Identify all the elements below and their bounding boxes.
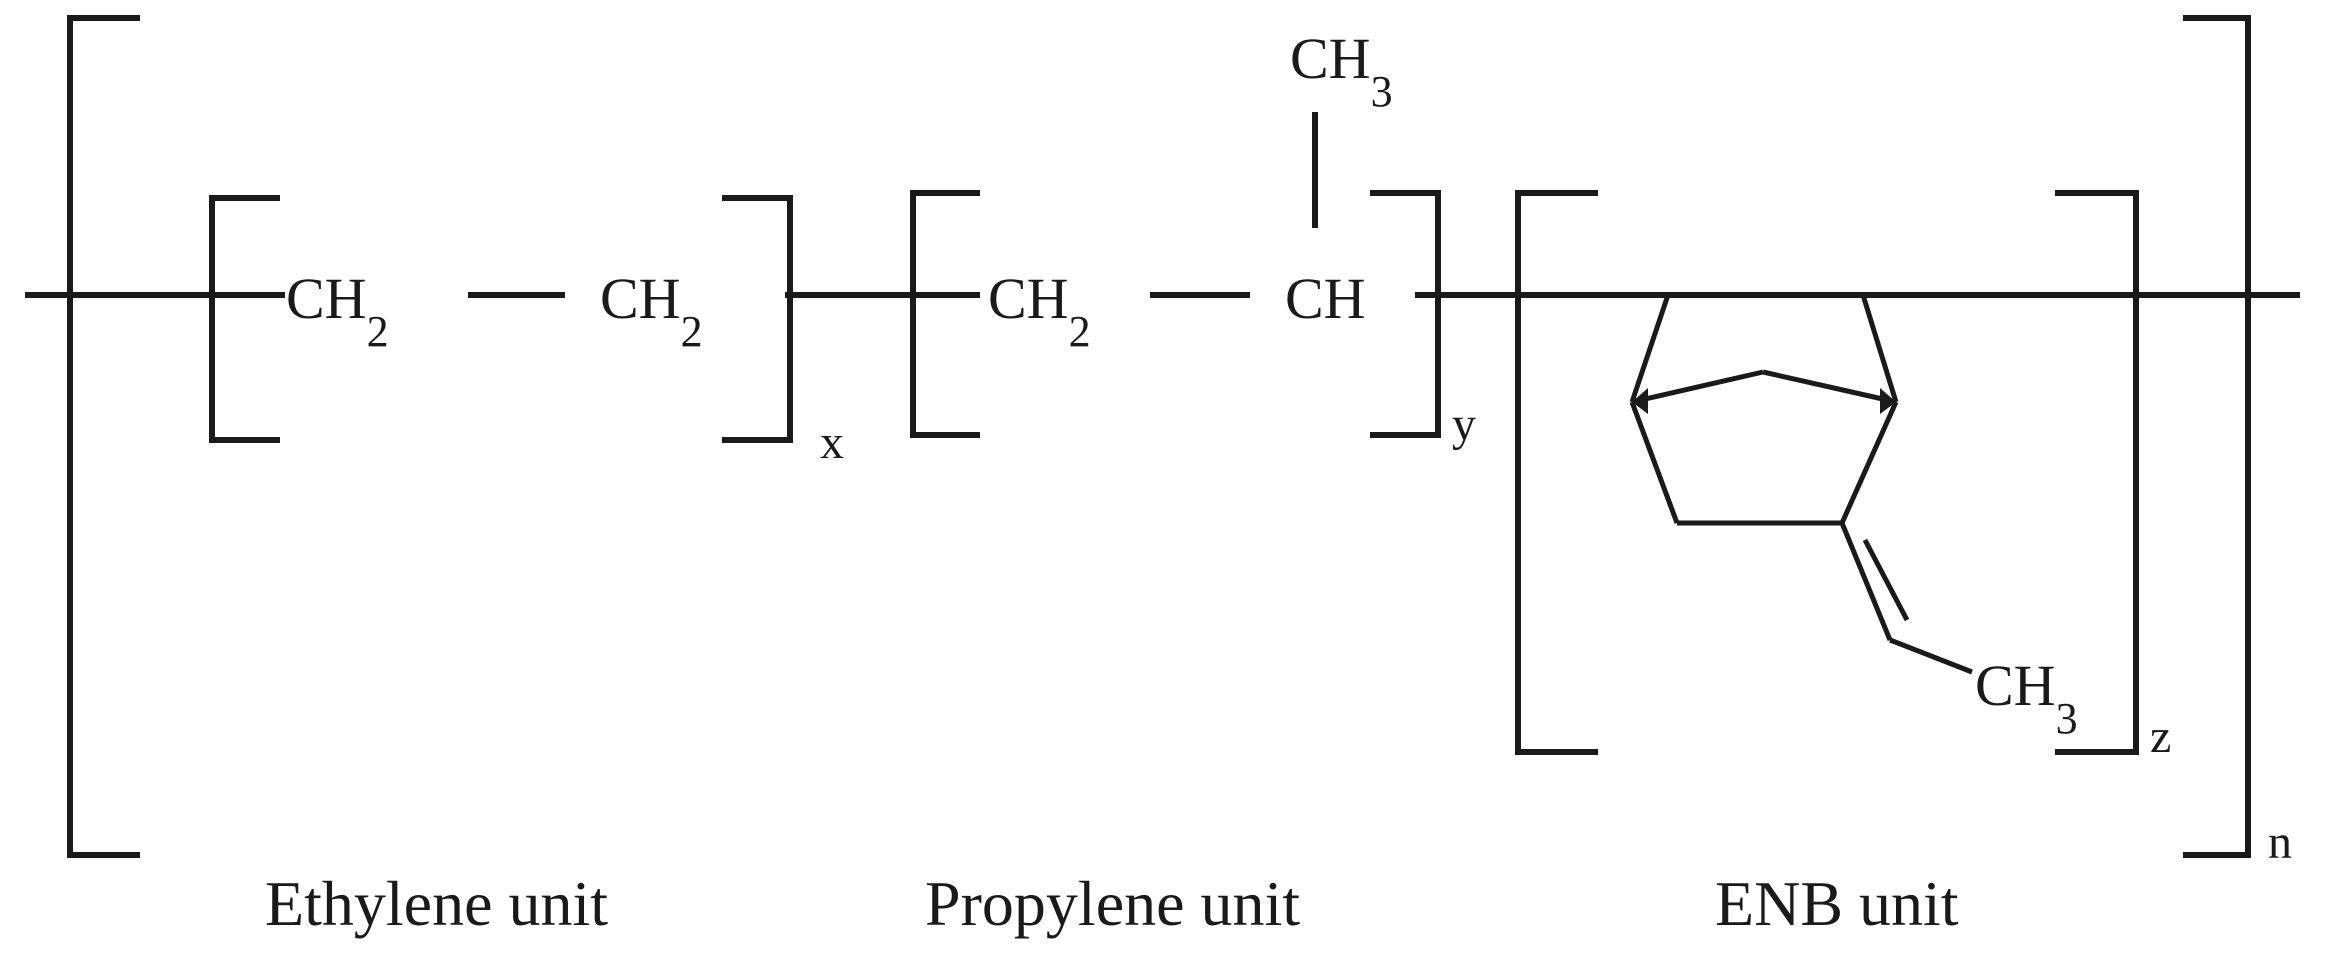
enb-repeat-index: z (2150, 710, 2171, 763)
ring-bond-c1-c6 (1629, 401, 1680, 524)
ethylidene-double-bond-1 (1839, 522, 1893, 641)
outer-bracket: n (67, 15, 2292, 869)
ring-bridge-right (1762, 369, 1897, 405)
enb-unit: CH3 z ENB unit (1515, 190, 2171, 939)
enb-unit-label: ENB unit (1715, 868, 1959, 939)
ethylene-bracket-right (722, 195, 793, 443)
propylene-unit-label: Propylene unit (925, 868, 1300, 939)
outer-bracket-right (2183, 15, 2251, 858)
ethylidene-double-bond-2 (1862, 538, 1910, 622)
ethylene-unit: CH2 CH2 x Ethylene unit (209, 195, 844, 939)
ring-bond-c2-c1 (1629, 294, 1671, 403)
propylene-ch2: CH2 (988, 266, 1091, 356)
ethylene-repeat-index: x (820, 416, 844, 469)
ethylidene-single-bond (1889, 637, 1973, 675)
enb-bracket-right (2055, 190, 2139, 755)
ring-bridge-left (1631, 369, 1764, 405)
norbornane-ring (1629, 294, 1899, 526)
propylene-bracket-left (910, 190, 980, 438)
outer-bracket-left (67, 15, 140, 858)
propylene-bracket-right (1370, 190, 1441, 438)
propylene-ch: CH (1285, 266, 1366, 331)
ethylene-unit-label: Ethylene unit (265, 868, 608, 939)
ethylene-ch2-right: CH2 (600, 266, 703, 356)
propylene-methyl: CH3 (1290, 26, 1393, 116)
ring-bond-c4-c5 (1839, 400, 1899, 525)
ring-wedge-right (1880, 388, 1896, 414)
ring-wedge-left (1632, 388, 1648, 414)
ethylene-ch2-left: CH2 (286, 266, 389, 356)
propylene-unit: CH2 CH CH3 y Propylene unit (910, 26, 1476, 939)
ring-bond-c3-c4 (1860, 294, 1899, 403)
enb-methyl: CH3 (1975, 653, 2078, 743)
propylene-repeat-index: y (1452, 398, 1476, 451)
outer-repeat-index: n (2268, 816, 2292, 869)
ethylene-bracket-left (209, 195, 280, 443)
enb-bracket-left (1515, 190, 1598, 755)
